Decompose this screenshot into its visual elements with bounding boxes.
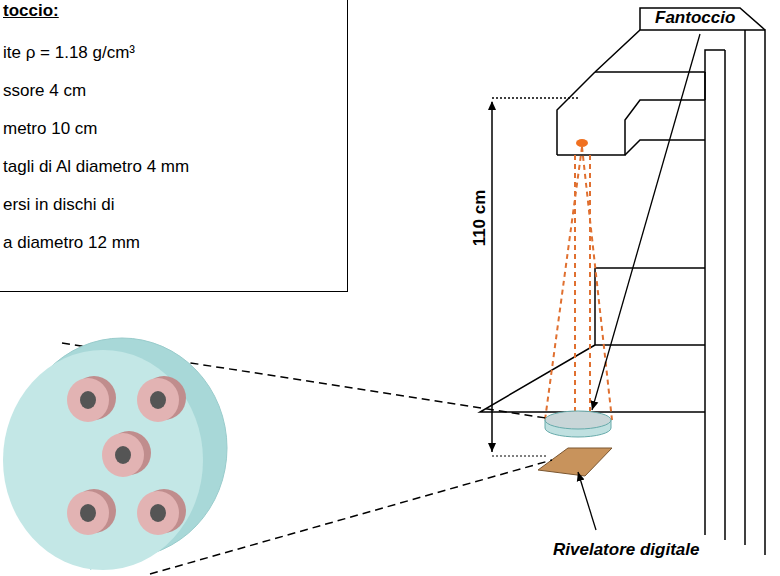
aluminium-detail [150, 391, 166, 409]
part-label: Rivelatore digitale [553, 540, 699, 560]
part-label: Fantoccio [655, 8, 735, 28]
box-text: ersi in dischi di [3, 195, 115, 215]
box-text: a diametro 12 mm [3, 233, 140, 253]
aluminium-detail [115, 446, 131, 464]
leader-line [592, 34, 700, 410]
aluminium-detail [150, 504, 166, 522]
x-ray-source [576, 139, 588, 147]
aluminium-detail [137, 378, 179, 422]
leader-line [578, 472, 596, 530]
box-text: ite ρ = 1.18 g/cm³ [3, 43, 135, 63]
gantry [480, 8, 765, 555]
box-text: tagli di Al diametro 4 mm [3, 157, 189, 177]
aluminium-detail [80, 391, 96, 409]
dimension-label: 110 cm [470, 190, 490, 247]
box-text: metro 10 cm [3, 119, 97, 139]
aluminium-detail [137, 491, 179, 535]
phantom-enlarged [3, 338, 227, 570]
digital-detector [538, 448, 612, 476]
aluminium-detail [80, 504, 96, 522]
aluminium-detail [67, 378, 109, 422]
aluminium-detail [102, 433, 144, 477]
info-box: toccio: ite ρ = 1.18 g/cm³ ssore 4 cm metro… [0, 0, 348, 292]
phantom-small [545, 411, 611, 437]
box-text: ssore 4 cm [3, 81, 86, 101]
dimension-line [492, 98, 578, 456]
box-heading: toccio: [3, 1, 59, 21]
aluminium-detail [67, 491, 109, 535]
x-ray-beam [545, 147, 612, 420]
